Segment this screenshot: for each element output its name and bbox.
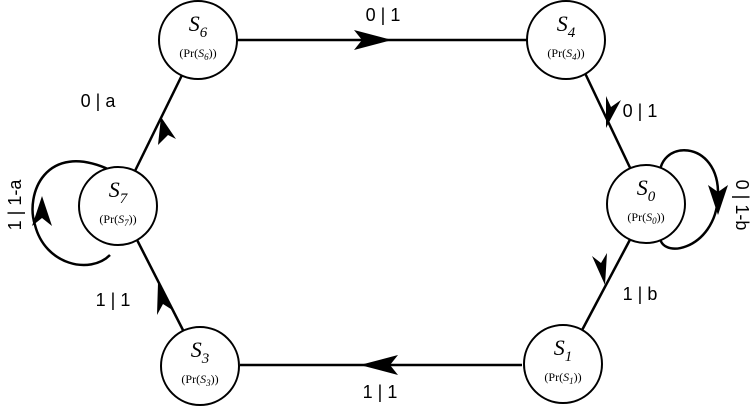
state-name: S6 — [189, 11, 208, 41]
arrowhead-s0-s1 — [592, 253, 607, 285]
arrowhead-s4-s0 — [606, 96, 621, 128]
arrowhead-s1-s3 — [360, 355, 398, 375]
label-s1-s3: 1 | 1 — [363, 382, 398, 402]
state-circle — [606, 164, 686, 244]
state-name: S0 — [637, 175, 656, 205]
state-circle — [78, 166, 158, 246]
state-probability: (Pr(S6)) — [179, 46, 216, 62]
state-circle — [160, 326, 240, 406]
edge-labels: 0 | 1 0 | 1 0 | 1-b 1 | b 1 | 1 1 | 1 1 … — [5, 5, 751, 402]
label-s6-s4: 0 | 1 — [366, 5, 401, 25]
state-name: S3 — [191, 337, 210, 367]
label-s7-self-loop: 1 | 1-a — [5, 179, 25, 231]
state-circle — [526, 0, 606, 80]
edge-s3-s7 — [131, 231, 188, 337]
state-probability: (Pr(S1)) — [544, 370, 581, 386]
state-name: S1 — [554, 335, 573, 365]
edge-s7-s6 — [131, 70, 186, 176]
arrowhead-s0-self-loop — [708, 185, 728, 215]
label-s7-s6: 0 | a — [81, 91, 117, 111]
state-s0: S0 (Pr(S0)) — [606, 164, 686, 244]
arrowhead-s3-s7 — [157, 283, 174, 315]
label-s0-s1: 1 | b — [623, 284, 658, 304]
edge-s0-s1 — [578, 233, 635, 335]
state-probability: (Pr(S3)) — [181, 372, 218, 388]
state-s7: S7 (Pr(S7)) — [78, 166, 158, 246]
state-s6: S6 (Pr(S6)) — [158, 0, 238, 80]
arrowhead-s7-self-loop — [32, 196, 52, 226]
state-name: S4 — [557, 11, 576, 41]
state-probability: (Pr(S7)) — [99, 212, 136, 228]
label-s3-s7: 1 | 1 — [96, 290, 131, 310]
state-name: S7 — [109, 177, 129, 207]
state-probability: (Pr(S4)) — [547, 46, 584, 62]
state-s1: S1 (Pr(S1)) — [523, 324, 603, 404]
arrowhead-s7-s6 — [158, 117, 176, 145]
state-circle — [158, 0, 238, 80]
label-s4-s0: 0 | 1 — [623, 101, 658, 121]
state-s4: S4 (Pr(S4)) — [526, 0, 606, 80]
label-s0-self-loop: 0 | 1-b — [732, 180, 751, 231]
state-circle — [523, 324, 603, 404]
transition-edges — [31, 30, 728, 375]
state-s3: S3 (Pr(S3)) — [160, 326, 240, 406]
arrowhead-s6-s4 — [354, 30, 392, 50]
edge-s7-self-loop — [31, 160, 111, 267]
state-probability: (Pr(S0)) — [627, 210, 664, 226]
